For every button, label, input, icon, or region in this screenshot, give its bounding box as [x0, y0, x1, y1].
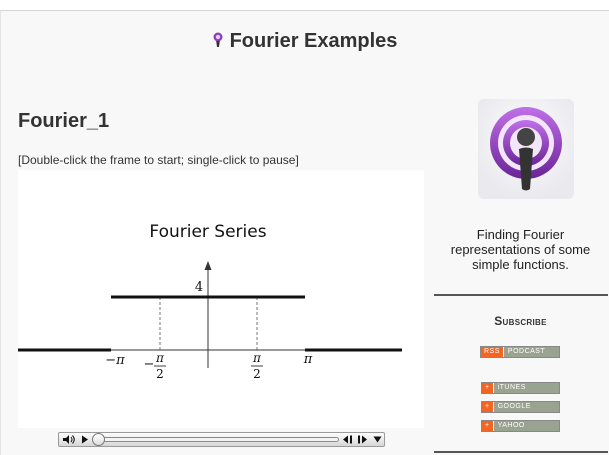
podcast-logo-icon: [478, 99, 574, 204]
episode-description: Finding Fourier representations of some …: [450, 227, 591, 272]
step-forward-icon[interactable]: [356, 433, 369, 446]
y-tick-label-4: 4: [195, 280, 203, 295]
sidebar-divider: [434, 451, 608, 453]
x-tick-label-half-pi-num: π: [252, 351, 262, 365]
badge-right-label: YAHOO: [493, 421, 559, 431]
episode-title: Fourier_1: [18, 110, 110, 132]
subscribe-heading: Subscribe: [494, 314, 547, 328]
scrub-knob[interactable]: [92, 433, 105, 446]
badge-left-label: RSS: [481, 347, 504, 357]
dropdown-arrow-icon[interactable]: [371, 433, 384, 446]
step-back-icon[interactable]: [341, 433, 354, 446]
plot-title: Fourier Series: [149, 222, 266, 242]
sidebar-divider: [434, 294, 608, 296]
x-tick-label-half-pi-den: 2: [253, 367, 261, 381]
movie-frame[interactable]: Fourier Series 4 −π − π 2 π 2 π: [18, 170, 424, 428]
movie-controller: [58, 432, 385, 447]
playback-instructions: [Double-click the frame to start; single…: [18, 153, 299, 167]
play-icon[interactable]: [79, 433, 91, 446]
badge-plus-label: +: [482, 402, 494, 412]
badge-right-label: iTUNES: [493, 383, 559, 393]
scrub-track[interactable]: [97, 437, 339, 442]
fourier-plot: Fourier Series 4 −π − π 2 π 2 π: [18, 222, 402, 381]
badge-right-label: GOOGLE: [493, 402, 559, 412]
rss-podcast-badge[interactable]: RSS PODCAST: [480, 346, 560, 358]
badge-right-label: PODCAST: [503, 347, 559, 357]
badge-plus-label: +: [482, 421, 494, 431]
x-tick-label-neg-sign: −: [144, 357, 155, 372]
yahoo-subscribe-badge[interactable]: + YAHOO: [481, 420, 560, 432]
page-title-text: Fourier Examples: [229, 30, 398, 52]
podcast-bulb-icon: [212, 31, 224, 54]
x-tick-label-neg-pi: −π: [105, 353, 125, 368]
x-tick-label-pi: π: [303, 352, 313, 367]
x-tick-label-neg-half-pi-den: 2: [156, 367, 164, 381]
badge-plus-label: +: [482, 383, 494, 393]
y-axis-arrow: [204, 261, 212, 270]
google-subscribe-badge[interactable]: + GOOGLE: [481, 401, 560, 413]
sidebar: Finding Fourier representations of some …: [432, 95, 609, 455]
itunes-subscribe-badge[interactable]: + iTUNES: [481, 382, 560, 394]
speaker-icon[interactable]: [61, 433, 77, 446]
x-tick-label-neg-half-pi-num: π: [155, 351, 165, 365]
page-title: Fourier Examples: [0, 30, 609, 54]
